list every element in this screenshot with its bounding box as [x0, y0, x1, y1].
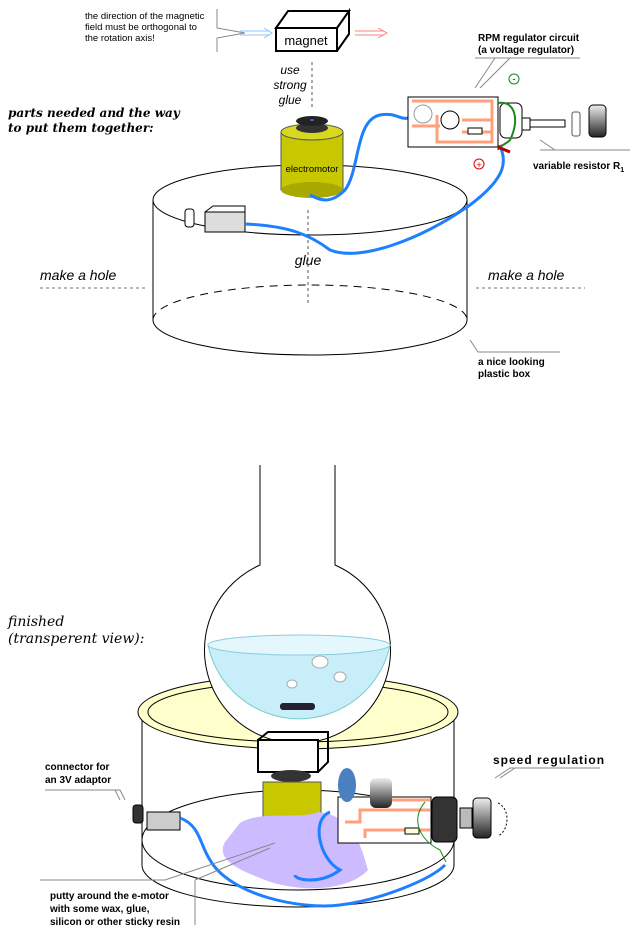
plus-sign: + [476, 160, 482, 171]
flask [204, 465, 391, 744]
power-connector [184, 205, 246, 233]
motor-label: electromotor [286, 164, 339, 175]
glue-note: use [280, 63, 300, 77]
magnet-finished [257, 739, 319, 773]
resistor-label-text: variable resistor R [533, 161, 621, 172]
field-arrow-icon [240, 27, 273, 39]
putty-label: with some wax, glue, [49, 904, 150, 915]
connector-label: an 3V adaptor [45, 775, 111, 786]
orientation-note: the direction of the magnetic field must… [85, 9, 389, 52]
field-arrow-icon [355, 27, 389, 39]
connector-finished [132, 804, 181, 831]
minus-terminal-icon [508, 73, 520, 85]
putty-label: putty around the e-motor [50, 891, 169, 902]
circuit-label: (a voltage regulator) [478, 45, 574, 56]
section-heading: to put them together: [8, 121, 154, 135]
putty [222, 812, 368, 889]
regulator-circuit [407, 96, 607, 154]
glue-note: strong [273, 78, 307, 92]
knob-icon [588, 104, 607, 138]
note-line: field must be orthogonal to [85, 22, 197, 33]
speed-label: speed regulation [493, 753, 605, 767]
wire [293, 810, 343, 882]
rotate-arrow-icon [497, 802, 508, 837]
connector-label: connector for [45, 762, 110, 773]
plus-terminal-icon [473, 158, 485, 170]
circuit-label: RPM regulator circuit [478, 33, 580, 44]
note-line: the rotation axis! [85, 33, 155, 44]
wire [179, 816, 447, 908]
potentiometer-icon [431, 796, 458, 843]
resistor-label: variable resistor R1 [533, 161, 624, 174]
glue-note: glue [279, 93, 302, 107]
wire [244, 144, 505, 255]
wire [309, 112, 409, 202]
finished-heading: finished [7, 614, 64, 630]
resistor-subscript: 1 [620, 167, 624, 174]
section-heading: parts needed and the way [8, 106, 181, 120]
magnet: magnet [274, 7, 351, 52]
circuit-finished [337, 768, 492, 863]
note-line: the direction of the magnetic [85, 11, 205, 22]
stir-bar-icon [280, 703, 315, 710]
hole-label-right: make a hole [488, 267, 564, 283]
finished-heading: (transperent view): [8, 631, 144, 647]
box-label: plastic box [478, 369, 531, 380]
minus-sign: - [512, 74, 515, 85]
box-label: a nice looking [478, 357, 545, 368]
electromotor: electromotor [280, 116, 344, 198]
hole-label-left: make a hole [40, 267, 116, 283]
magnet-label: magnet [284, 33, 328, 48]
putty-label: silicon or other sticky resin [50, 917, 180, 928]
knob-icon [472, 797, 492, 839]
